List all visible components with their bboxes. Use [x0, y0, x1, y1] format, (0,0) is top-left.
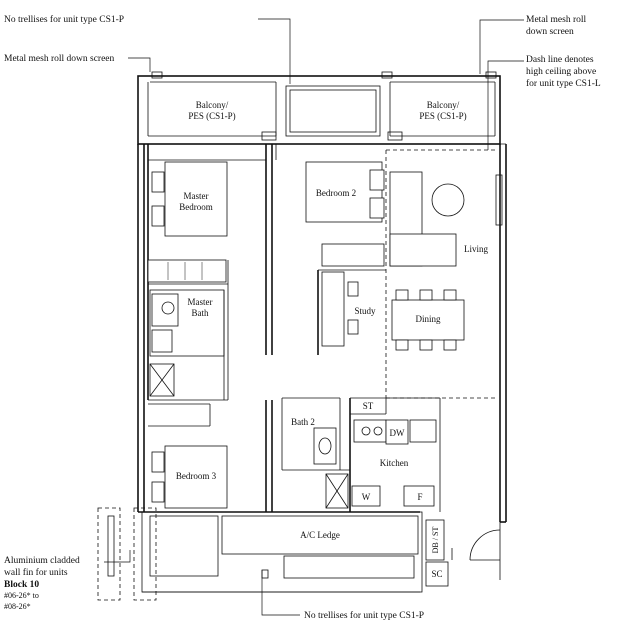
note-fin-3: Block 10 [4, 580, 39, 590]
note-dash-3: for unit type CS1-L [526, 78, 601, 89]
note-fin-1: Aluminium cladded [4, 556, 80, 566]
label-living: Living [464, 244, 488, 254]
master-bath-fixtures [149, 293, 179, 397]
label-st: ST [363, 401, 374, 411]
wall-fin [97, 507, 157, 601]
label-bedroom2: Bedroom 2 [316, 188, 356, 198]
label-sc: SC [431, 569, 442, 579]
leader-lines [104, 18, 524, 616]
label-ac-ledge: A/C Ledge [300, 530, 340, 540]
note-no-trellises-top: No trellises for unit type CS1-P [4, 14, 124, 25]
label-balcony-right-2: PES (CS1-P) [419, 111, 466, 121]
kitchen-fixtures [325, 419, 437, 509]
label-dw: DW [390, 428, 405, 438]
label-washer: W [362, 492, 371, 502]
note-mesh-top-right-2: down screen [526, 27, 574, 37]
label-bedroom3: Bedroom 3 [176, 471, 217, 481]
label-kitchen: Kitchen [380, 458, 409, 468]
label-master-bath-1: Master [188, 297, 213, 307]
entrance-door [451, 522, 501, 580]
study-desk [321, 271, 359, 347]
label-fridge: F [417, 492, 422, 502]
note-mesh-top-right-1: Metal mesh roll [526, 15, 587, 25]
note-dash-1: Dash line denotes [526, 55, 594, 65]
bath2-fixtures [313, 427, 337, 465]
note-dash-2: high ceiling above [526, 67, 596, 77]
trellis-top [285, 85, 381, 137]
label-dining: Dining [415, 314, 441, 324]
label-db-st: DB / ST [431, 527, 440, 554]
bedroom2-bed [305, 161, 385, 267]
high-ceiling-dash [385, 149, 498, 399]
db-st-box [425, 519, 449, 587]
note-no-trellises-bottom: No trellises for unit type CS1-P [304, 610, 424, 621]
label-master-bedroom-2: Bedroom [179, 202, 213, 212]
label-study: Study [354, 306, 376, 316]
master-bed [147, 161, 228, 283]
label-balcony-right-1: Balcony/ [427, 100, 460, 110]
dining-table [391, 289, 465, 351]
note-mesh-left: Metal mesh roll down screen [4, 54, 115, 64]
bedroom3-bed [151, 445, 228, 509]
label-balcony-left-2: PES (CS1-P) [188, 111, 235, 121]
label-master-bedroom-1: Master [184, 191, 209, 201]
label-balcony-left-1: Balcony/ [196, 100, 229, 110]
label-master-bath-2: Bath [192, 308, 209, 318]
note-fin-5: #08-26* [4, 602, 31, 611]
interior-walls [147, 144, 441, 512]
living-furniture [389, 171, 465, 267]
note-fin-2: wall fin for units [4, 567, 68, 578]
note-fin-4: #06-26* to [4, 591, 39, 600]
label-bath2: Bath 2 [291, 417, 315, 427]
ac-ledge [141, 511, 423, 593]
